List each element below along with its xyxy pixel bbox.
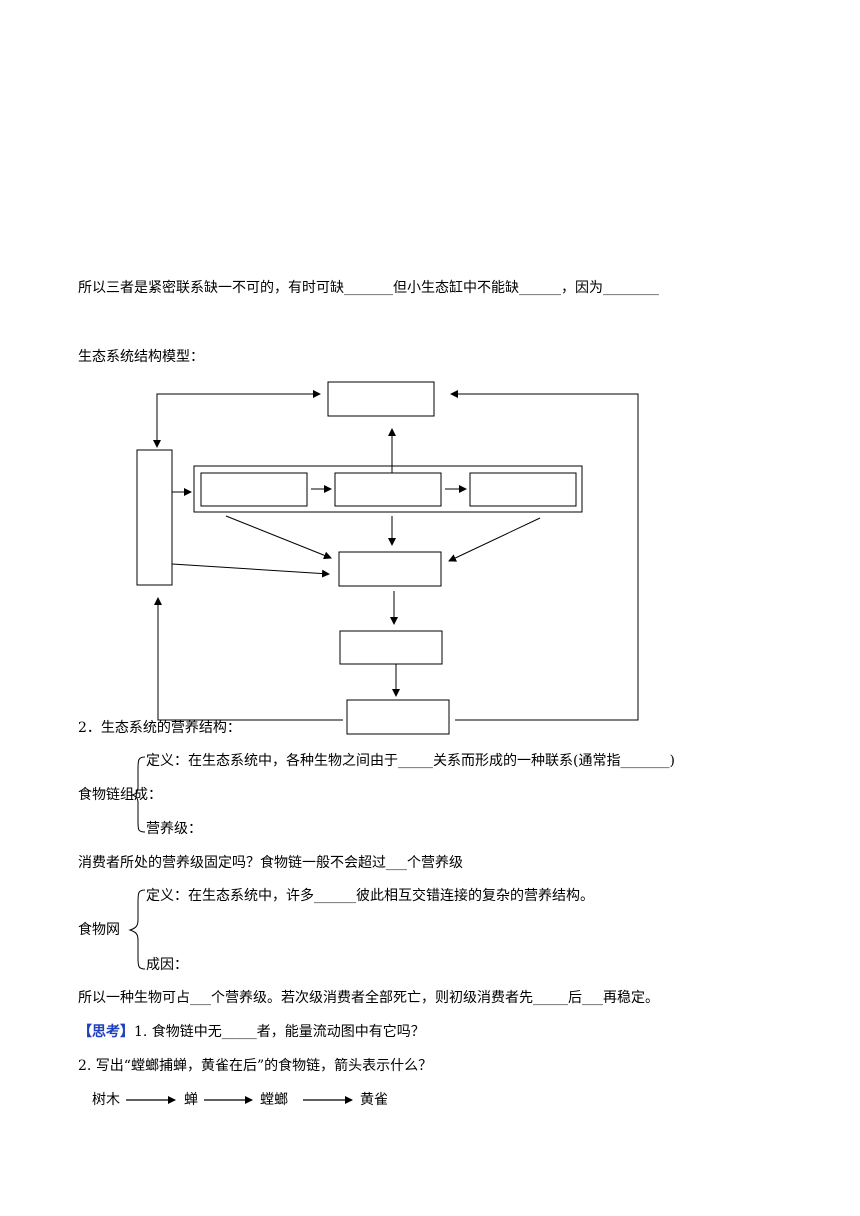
chain-item-tree: 树木 xyxy=(92,1092,120,1108)
model-heading: 生态系统结构模型： xyxy=(78,349,204,365)
producer-box xyxy=(200,472,308,507)
conclusion-sentence: 所以一种生物可占___个营养级。若次级消费者全部死亡，则初级消费者先_____后… xyxy=(78,990,659,1006)
think-question-1: 【思考】1. 食物链中无_____者，能量流动图中有它吗？ xyxy=(78,1022,425,1042)
chain-item-oriole: 黄雀 xyxy=(360,1092,388,1108)
trophic-question: 消费者所处的营养级固定吗？食物链一般不会超过___个营养级 xyxy=(78,855,463,871)
trophic-level-label: 营养级： xyxy=(146,821,202,837)
middle-box xyxy=(338,551,442,587)
food-chain-definition: 定义：在生态系统中，各种生物之间由于_____关系而形成的一种联系(通常指___… xyxy=(146,753,675,769)
bottom-box xyxy=(346,699,450,735)
section2-heading: 2．生态系统的营养结构： xyxy=(78,720,241,736)
consumer-box-1 xyxy=(334,472,442,507)
food-web-cause: 成因： xyxy=(146,957,188,973)
think-q1-text: 1. 食物链中无_____者，能量流动图中有它吗？ xyxy=(134,1024,425,1040)
top-box xyxy=(327,381,435,417)
biotic-container-box xyxy=(193,465,583,513)
chain-item-mantis: 螳螂 xyxy=(260,1092,288,1108)
consumer-box-2 xyxy=(469,472,577,507)
think-question-2: 2. 写出“螳螂捕蝉，黄雀在后”的食物链，箭头表示什么？ xyxy=(78,1058,433,1074)
chain-item-cicada: 蝉 xyxy=(184,1092,198,1108)
food-web-label: 食物网 xyxy=(78,922,120,938)
lower-box xyxy=(339,630,443,665)
left-tall-box xyxy=(136,449,173,586)
intro-sentence: 所以三者是紧密联系缺一不可的，有时可缺_______但小生态缸中不能缺_____… xyxy=(78,280,659,296)
food-web-definition: 定义：在生态系统中，许多______彼此相互交错连接的复杂的营养结构。 xyxy=(146,888,594,904)
think-tag: 【思考】 xyxy=(78,1024,134,1040)
food-chain-label: 食物链组成： xyxy=(78,787,162,803)
